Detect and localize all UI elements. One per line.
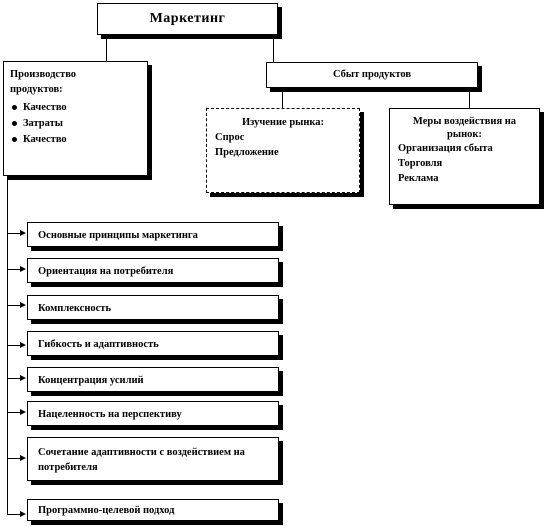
principle-label: Программно-целевой подход bbox=[38, 505, 175, 516]
connector-sales-left bbox=[282, 88, 283, 108]
connector-root-left bbox=[106, 35, 107, 61]
principle-box: Комплексность bbox=[27, 295, 279, 320]
arrow-icon bbox=[20, 375, 26, 381]
sales-box: Сбыт продуктов bbox=[266, 62, 478, 88]
connector-sales-right bbox=[469, 88, 470, 108]
arrow-icon bbox=[20, 511, 26, 517]
market-study-item: Спрос bbox=[215, 132, 245, 143]
principle-label: Основные принципы маркетинга bbox=[38, 230, 198, 241]
production-item: Затраты bbox=[10, 116, 141, 132]
principle-box: Концентрация усилий bbox=[27, 367, 279, 392]
measures-heading: Меры воздействия на рынок: bbox=[412, 116, 517, 140]
principle-box: Гибкость и адаптивность bbox=[27, 331, 279, 356]
principle-label: Концентрация усилий bbox=[38, 375, 144, 386]
arrow-icon bbox=[20, 230, 26, 236]
production-item: Качество bbox=[10, 100, 141, 116]
measures-item: Реклама bbox=[398, 173, 439, 184]
market-study-item: Предложение bbox=[215, 147, 279, 158]
sales-title: Сбыт продуктов bbox=[332, 69, 412, 80]
production-heading: Производство продуктов: bbox=[10, 69, 77, 95]
principle-label: Гибкость и адаптивность bbox=[38, 339, 159, 350]
arrow-icon bbox=[20, 266, 26, 272]
market-study-heading: Изучение рынка: bbox=[241, 117, 325, 128]
market-study-box: Изучение рынка: Спрос Предложение bbox=[206, 108, 360, 193]
branch-line bbox=[7, 458, 21, 459]
arrow-icon bbox=[20, 409, 26, 415]
measures-box: Меры воздействия на рынок: Организация с… bbox=[389, 108, 540, 205]
arrow-icon bbox=[20, 302, 26, 308]
principle-label: Комплексность bbox=[38, 303, 112, 314]
branch-line bbox=[7, 269, 21, 270]
production-box: Производство продуктов: Качество Затраты… bbox=[3, 61, 148, 176]
bullet-icon bbox=[12, 120, 17, 126]
principle-box: Основные принципы маркетинга bbox=[27, 222, 279, 247]
principle-box: Сочетание адаптивности с воздействием на… bbox=[27, 437, 279, 481]
root-box: Маркетинг bbox=[97, 3, 278, 35]
arrow-icon bbox=[20, 455, 26, 461]
production-list: Качество Затраты Качество bbox=[10, 100, 141, 148]
bullet-icon bbox=[12, 104, 17, 110]
branch-line bbox=[7, 412, 21, 413]
connector-root-right bbox=[273, 35, 274, 62]
principle-label: Нацеленность на перспективу bbox=[38, 409, 182, 420]
production-item: Качество bbox=[10, 132, 141, 148]
branch-line bbox=[7, 514, 21, 515]
branch-line bbox=[7, 233, 21, 234]
bullet-icon bbox=[12, 136, 17, 142]
branch-line bbox=[7, 345, 21, 346]
principle-label: Ориентация на потребителя bbox=[38, 266, 174, 277]
arrow-icon bbox=[20, 342, 26, 348]
principle-box: Программно-целевой подход bbox=[27, 499, 279, 521]
measures-item: Торговля bbox=[398, 158, 443, 169]
principle-label: Сочетание адаптивности с воздействием на… bbox=[38, 447, 245, 473]
principle-box: Нацеленность на перспективу bbox=[27, 401, 279, 426]
branch-line bbox=[7, 378, 21, 379]
root-title: Маркетинг bbox=[149, 11, 226, 26]
principle-box: Ориентация на потребителя bbox=[27, 258, 279, 283]
measures-item: Организация сбыта bbox=[398, 143, 493, 154]
branch-line bbox=[7, 305, 21, 306]
